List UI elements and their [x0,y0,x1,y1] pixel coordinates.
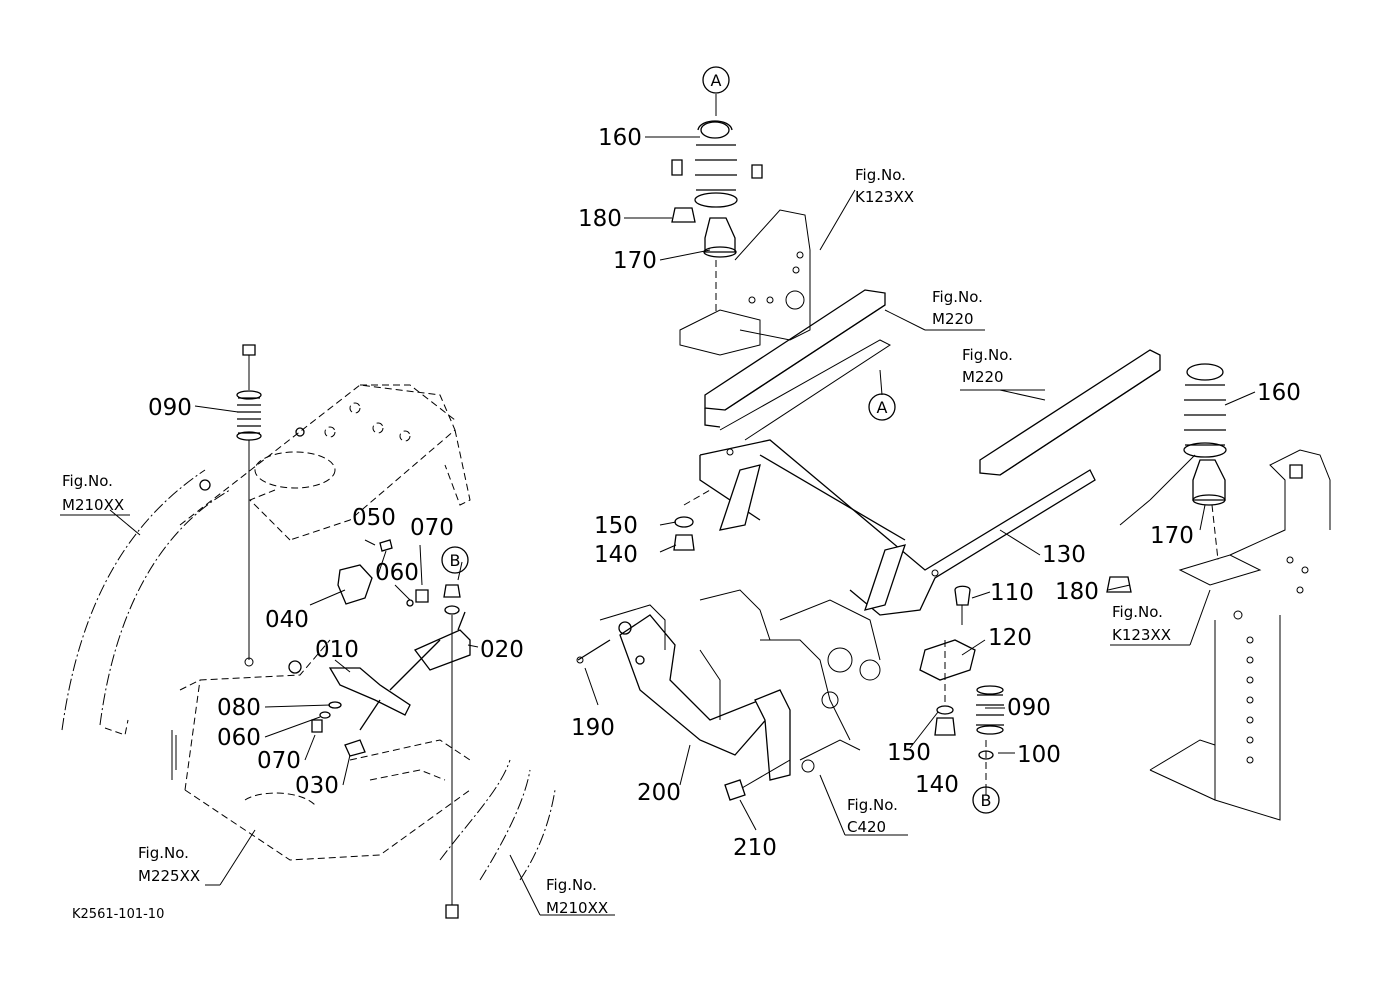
svg-text:B: B [981,791,992,810]
part-label-080: 080 [217,695,261,721]
fig-ref-k123-right: Fig.No. K123XX [1112,603,1171,644]
svg-text:Fig.No.: Fig.No. [932,288,983,306]
fig-ref-m220-mid: Fig.No. M220 [962,346,1013,386]
svg-text:M210XX: M210XX [546,899,608,917]
fig-ref-k123-top: Fig.No. K123XX [855,166,914,206]
svg-text:Fig.No.: Fig.No. [1112,603,1163,621]
marker-a-rail: A [868,393,896,421]
part-label-210: 210 [733,835,777,861]
part-label-140-right: 140 [915,772,959,798]
fig-ref-m210-left: Fig.No. M210XX [62,472,124,514]
part-label-140-left: 140 [594,542,638,568]
diagram-code: K2561-101-10 [72,907,164,922]
part-label-040: 040 [265,607,309,633]
svg-text:B: B [450,551,461,570]
svg-text:M220: M220 [932,310,974,328]
part-label-150-right: 150 [887,740,931,766]
pedal-assembly-left [199,427,471,919]
part-label-200: 200 [637,780,681,806]
part-label-100: 100 [1017,742,1061,768]
svg-text:K123XX: K123XX [855,188,914,206]
svg-text:Fig.No.: Fig.No. [847,796,898,814]
svg-text:Fig.No.: Fig.No. [62,472,113,490]
fig-ref-m225: Fig.No. M225XX [138,844,200,885]
seat-latch-bracket [919,585,1004,790]
part-label-060-top: 060 [375,560,419,586]
part-label-160-right: 160 [1257,380,1301,406]
svg-text:M210XX: M210XX [62,496,124,514]
transmission-housing [576,589,881,801]
marker-a-top: A [702,66,730,94]
part-label-170-top: 170 [613,248,657,274]
part-label-120: 120 [988,625,1032,651]
part-label-160-top: 160 [598,125,642,151]
left-frame-outline [61,384,556,881]
svg-text:K123XX: K123XX [1112,626,1171,644]
part-label-070-bottom: 070 [257,748,301,774]
spring-090-left [236,344,262,667]
fig-ref-m210-bottom: Fig.No. M210XX [546,876,608,917]
part-label-010: 010 [315,637,359,663]
fig-ref-c420: Fig.No. C420 [847,796,898,836]
svg-text:A: A [877,398,888,417]
fig-ref-m220-top: Fig.No. M220 [932,288,983,328]
part-label-090-right: 090 [1007,695,1051,721]
marker-b-left: B [441,546,469,574]
svg-text:Fig.No.: Fig.No. [855,166,906,184]
part-label-180-top: 180 [578,206,622,232]
svg-text:M220: M220 [962,368,1004,386]
svg-text:Fig.No.: Fig.No. [138,844,189,862]
svg-text:Fig.No.: Fig.No. [546,876,597,894]
svg-text:C420: C420 [847,818,886,836]
part-label-150-left: 150 [594,513,638,539]
part-label-030: 030 [295,773,339,799]
part-label-070-top: 070 [410,515,454,541]
svg-text:Fig.No.: Fig.No. [962,346,1013,364]
part-label-130: 130 [1042,542,1086,568]
part-label-020: 020 [480,637,524,663]
part-label-050: 050 [352,505,396,531]
part-label-060-bottom: 060 [217,725,261,751]
svg-text:M225XX: M225XX [138,867,200,885]
suspension-spring-top [671,120,811,356]
part-label-180-right: 180 [1055,579,1099,605]
part-label-110: 110 [990,580,1034,606]
part-label-190: 190 [571,715,615,741]
suspension-spring-right [1106,363,1331,821]
seat-rails-and-frame [673,289,1161,616]
part-label-090-left: 090 [148,395,192,421]
svg-text:A: A [711,71,722,90]
leader-lines [60,94,1256,916]
marker-b-right: B [972,786,1000,814]
part-label-170-right: 170 [1150,523,1194,549]
